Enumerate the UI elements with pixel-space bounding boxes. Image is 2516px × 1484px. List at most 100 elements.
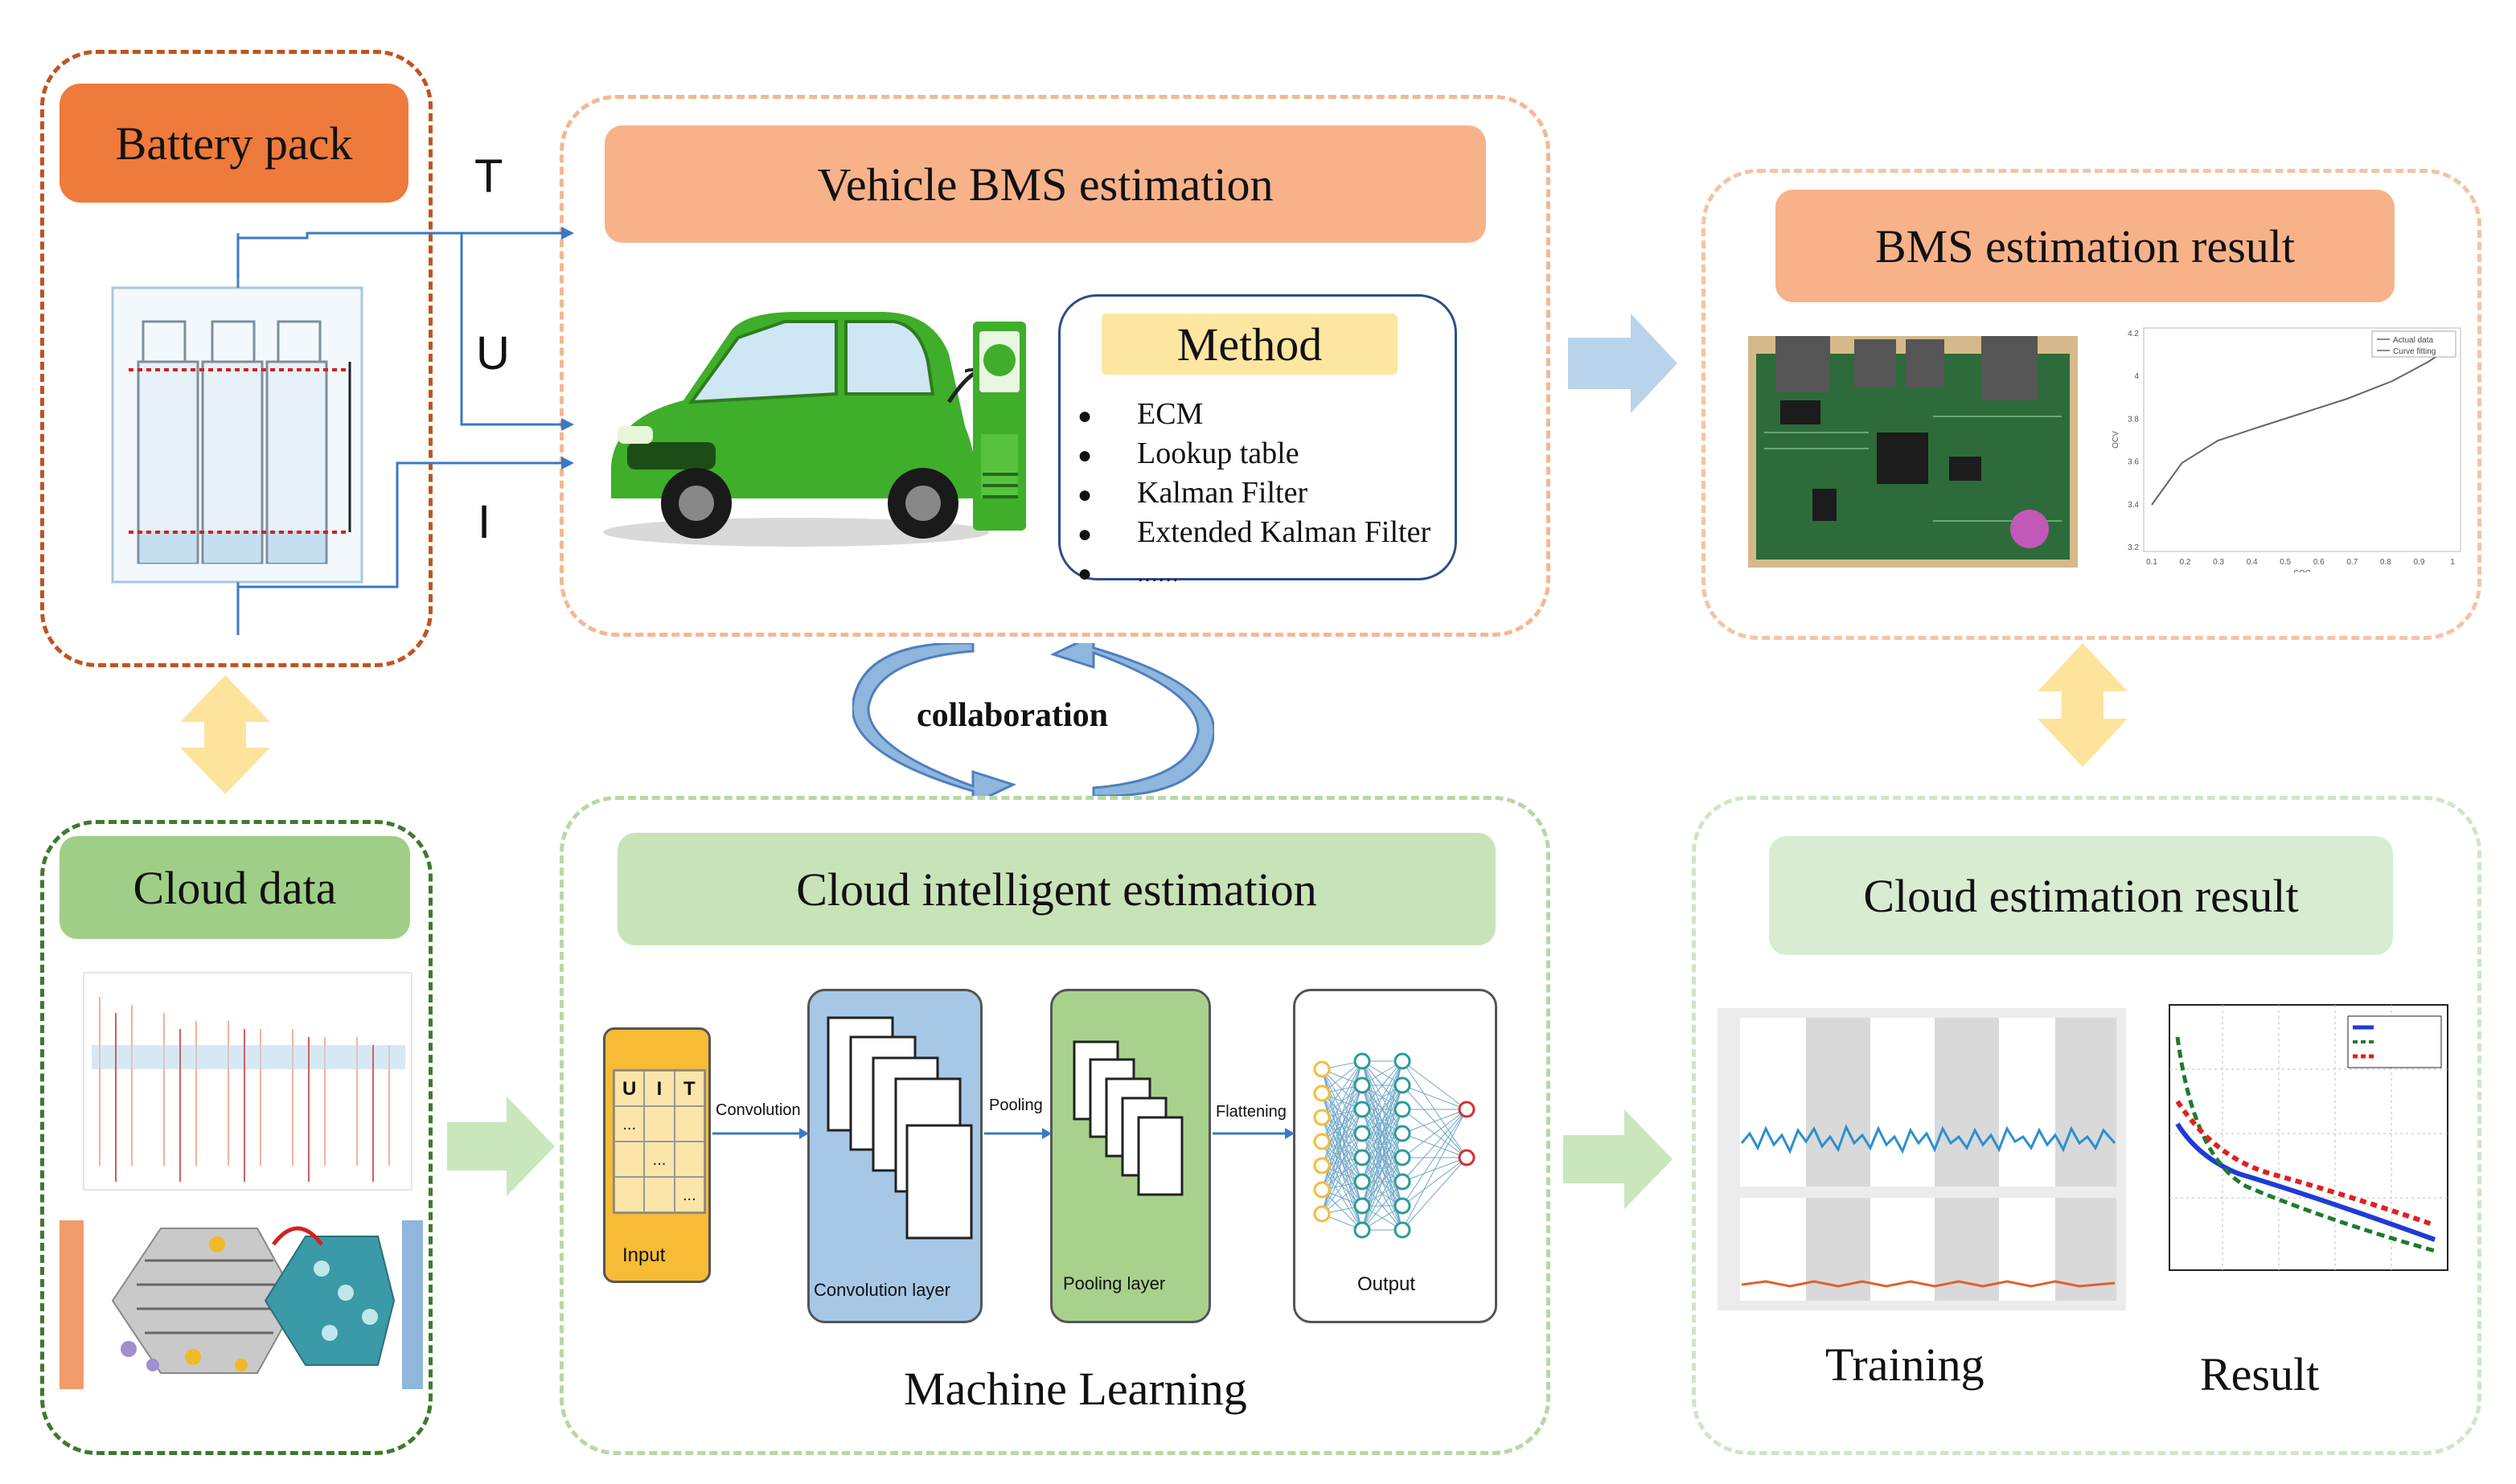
ml-convolution-label: Convolution layer <box>814 1280 950 1300</box>
input-cell-dots: ... <box>644 1142 675 1177</box>
nn-neuron <box>1313 1133 1331 1150</box>
vehicle-bms-panel <box>560 95 1550 637</box>
nn-neuron <box>1393 1197 1411 1215</box>
input-cell-empty <box>644 1106 675 1142</box>
arrow-to-bms-result <box>1568 314 1677 413</box>
nn-connection <box>1402 1157 1467 1231</box>
arrow-cloud-data-to-ml <box>447 1097 555 1196</box>
input-cell-empty <box>644 1177 675 1212</box>
x-tick-label: 1 <box>2450 558 2455 567</box>
chart-legend-box <box>2371 330 2456 358</box>
nn-neuron <box>1393 1149 1411 1166</box>
y-tick-label: 3.6 <box>2128 458 2139 467</box>
nn-connection <box>1361 1133 1403 1231</box>
nn-connection <box>1361 1060 1403 1110</box>
battery-cells-diagram <box>111 233 363 635</box>
nn-connection <box>1402 1109 1467 1231</box>
bms-circuit-board-image <box>1748 336 2078 568</box>
signal-u-label: U <box>476 327 510 379</box>
electric-car-illustration <box>603 312 1004 547</box>
method-item: ●Kalman Filter <box>1077 476 1308 510</box>
bms-result-title: BMS estimation result <box>1775 190 2395 302</box>
input-cell-t: T <box>674 1071 704 1106</box>
nn-neuron <box>1353 1149 1371 1166</box>
nn-neuron <box>1313 1157 1331 1174</box>
cloud-data-panel <box>40 820 433 1455</box>
input-cell-empty <box>674 1142 704 1177</box>
x-tick-label: 0.1 <box>2146 558 2157 567</box>
x-tick-label: 0.4 <box>2247 558 2258 567</box>
nn-connection <box>1402 1109 1467 1207</box>
nn-neuron <box>1313 1084 1331 1102</box>
input-cell-dots: ... <box>674 1177 704 1212</box>
nn-neuron <box>1458 1101 1476 1118</box>
method-box <box>1058 294 1457 580</box>
nn-connection <box>1321 1060 1363 1094</box>
cloud-data-time-series-image <box>83 972 412 1191</box>
input-cell-dots: ... <box>614 1106 645 1142</box>
method-list: ●ECM ●Lookup table ●Kalman Filter ●Exten… <box>1077 396 1430 593</box>
cloud-data-battery-schematic-image <box>60 1220 423 1389</box>
nn-neuron <box>1353 1173 1371 1191</box>
nn-neuron <box>1353 1101 1371 1118</box>
nn-neuron <box>1353 1125 1371 1142</box>
nn-connection <box>1321 1109 1363 1215</box>
charging-station-icon <box>965 322 1026 531</box>
x-tick-label: 0.2 <box>2180 558 2191 567</box>
training-label: Training <box>1825 1338 1984 1391</box>
nn-neuron <box>1313 1109 1331 1126</box>
signal-t-label: T <box>474 150 503 203</box>
arrow-ml-to-cloud-result <box>1563 1109 1673 1209</box>
y-tick-label: 3.8 <box>2128 415 2139 424</box>
x-tick-label: 0.9 <box>2413 558 2424 567</box>
battery-pack-panel <box>40 50 433 667</box>
x-axis-label: SOC <box>2293 569 2311 572</box>
input-cell-empty <box>614 1177 645 1212</box>
bms-result-panel <box>1701 169 2481 640</box>
cloud-intelligent-panel <box>560 796 1550 1455</box>
machine-learning-caption: Machine Learning <box>904 1363 1247 1415</box>
fitting-curve-line <box>2151 345 2453 506</box>
method-item: ●Extended Kalman Filter <box>1077 515 1431 549</box>
nn-connection <box>1321 1060 1363 1166</box>
input-cell-empty <box>674 1106 704 1142</box>
cloud-result-panel <box>1692 796 2481 1455</box>
nn-connection <box>1402 1060 1467 1110</box>
nn-neuron <box>1393 1076 1411 1094</box>
double-arrow-right <box>2038 643 2128 767</box>
nn-neuron <box>1353 1221 1371 1239</box>
nn-connection <box>1402 1084 1467 1110</box>
nn-neuron <box>1393 1125 1411 1142</box>
training-plot-image <box>1718 1008 2126 1310</box>
nn-neuron <box>1458 1149 1476 1166</box>
method-item: ●Lookup table <box>1077 437 1299 470</box>
nn-connection <box>1321 1133 1363 1215</box>
flattening-arrow-label: Flattening <box>1216 1103 1287 1121</box>
nn-connection <box>1361 1060 1403 1158</box>
nn-neuron <box>1393 1173 1411 1191</box>
battery-cell <box>137 360 328 564</box>
result-label: Result <box>2200 1348 2320 1400</box>
nn-neuron <box>1353 1197 1371 1215</box>
legend-entry: Actual data <box>2393 336 2433 345</box>
ml-input-label: Input <box>622 1244 666 1266</box>
y-tick-label: 4.2 <box>2128 330 2139 338</box>
battery-pack-title: Battery pack <box>60 84 408 203</box>
legend-entry: Curve fitting <box>2393 347 2436 356</box>
convolution-arrow-label: Convolution <box>716 1101 801 1119</box>
cloud-intelligent-title: Cloud intelligent estimation <box>618 833 1496 945</box>
ml-input-table: U I T ... ... ... <box>613 1069 706 1214</box>
pooling-feature-maps <box>1073 1040 1184 1196</box>
nn-connection <box>1402 1157 1467 1207</box>
nn-neuron <box>1393 1101 1411 1118</box>
nn-connection <box>1321 1157 1363 1215</box>
nn-connection <box>1402 1109 1467 1134</box>
signal-i-label: I <box>478 496 491 548</box>
x-tick-label: 0.8 <box>2380 558 2391 567</box>
y-tick-label: 4 <box>2134 372 2139 381</box>
method-item: ●…… <box>1077 560 1179 587</box>
y-axis-label: OCV <box>2112 431 2120 449</box>
